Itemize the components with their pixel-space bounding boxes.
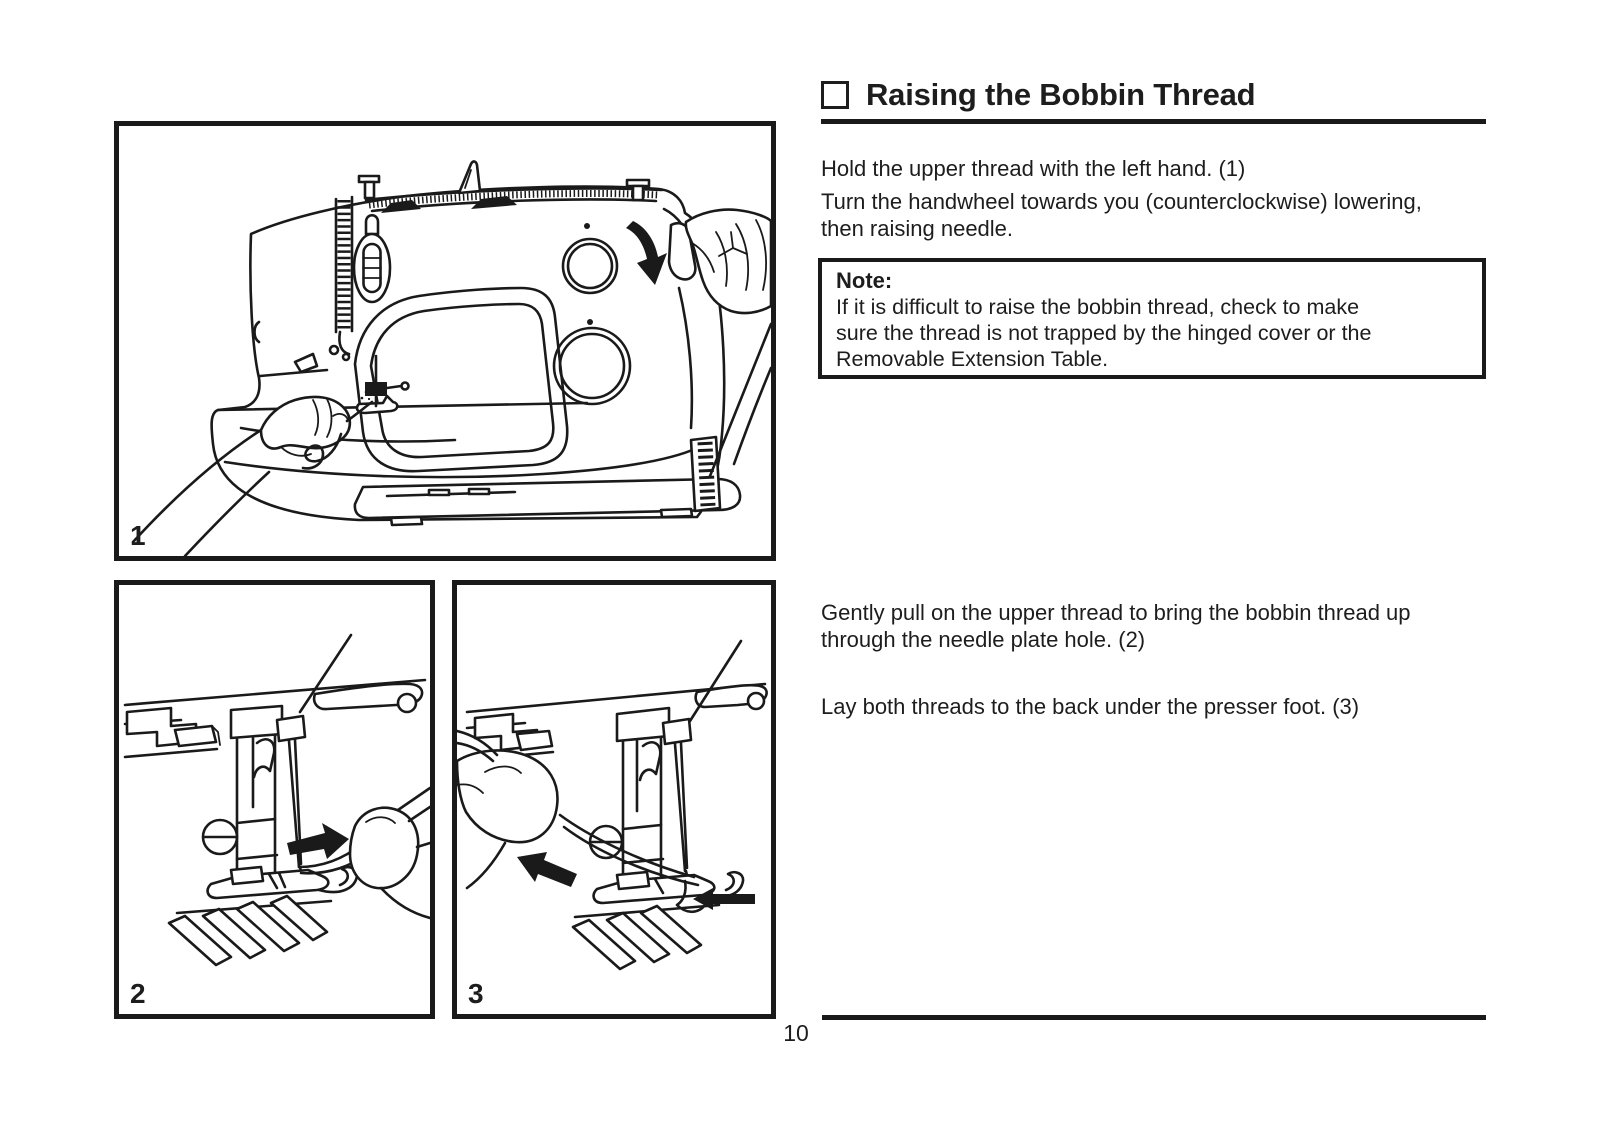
figure-3-box: 3: [452, 580, 776, 1019]
threads-under-presser-foot-illustration: [457, 639, 768, 971]
instruction-step2: Gently pull on the upper thread to bring…: [821, 600, 1411, 652]
figure-2-label: 2: [130, 978, 146, 1009]
figure-1-label: 1: [130, 520, 146, 551]
sewing-machine-illustration: [131, 160, 771, 556]
note-label: Note:: [836, 268, 893, 293]
title-rule: [821, 119, 1486, 124]
note-box: Note: If it is difficult to raise the bo…: [818, 258, 1486, 379]
section-title: Raising the Bobbin Thread: [866, 77, 1256, 112]
figure-2-box: 2: [114, 580, 435, 1019]
figure-1-box: 1: [114, 121, 776, 561]
instruction-step3: Lay both threads to the back under the p…: [821, 694, 1360, 719]
section-header: Raising the Bobbin Thread: [821, 77, 1256, 112]
instruction-step1b: Turn the handwheel towards you (counterc…: [821, 189, 1422, 241]
footer-rule: [822, 1015, 1486, 1020]
section-checkbox-icon: [821, 81, 849, 109]
instruction-step1a: Hold the upper thread with the left hand…: [821, 156, 1246, 181]
pull-upper-thread-illustration: [123, 633, 430, 967]
figure-3-label: 3: [468, 978, 484, 1009]
page-number: 10: [783, 1020, 809, 1046]
note-text: If it is difficult to raise the bobbin t…: [836, 295, 1372, 371]
